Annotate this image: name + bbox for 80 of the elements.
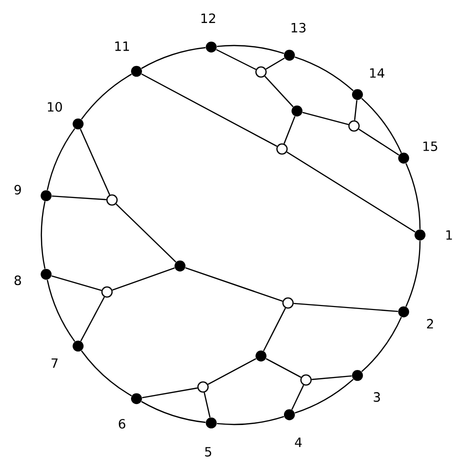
- circle-arc: [361, 98, 402, 154]
- edge-line: [80, 296, 105, 342]
- circle-arc: [81, 74, 132, 120]
- filled-dot: [414, 230, 426, 240]
- node-number: 1: [446, 230, 452, 240]
- filled-dot: [284, 409, 295, 420]
- edge-line: [354, 100, 358, 120]
- filled-dot: [398, 306, 410, 318]
- filled-dot: [72, 340, 84, 352]
- filled-dot: [284, 50, 295, 61]
- edge-line: [266, 358, 302, 378]
- filled-dot: [256, 350, 266, 362]
- node-number: 8: [14, 276, 21, 286]
- circle-arc: [46, 280, 76, 342]
- node-number: 14: [370, 68, 384, 78]
- filled-dot: [40, 190, 52, 202]
- edge-line: [312, 375, 352, 380]
- filled-dot: [352, 370, 363, 381]
- circle-arc: [216, 44, 284, 54]
- filled-dot: [352, 89, 363, 100]
- filled-dot: [174, 260, 186, 272]
- open-circle: [197, 381, 209, 393]
- circle-arc: [141, 401, 206, 423]
- circle-arc: [294, 378, 354, 414]
- edge-line: [216, 49, 256, 70]
- edge-line: [266, 58, 285, 70]
- circle-arc: [46, 128, 76, 190]
- filled-dot: [72, 118, 84, 130]
- circle-arc: [141, 47, 206, 69]
- open-circle: [282, 297, 294, 309]
- edge-line: [294, 302, 398, 312]
- filled-dot: [206, 418, 217, 428]
- open-circle: [276, 143, 288, 155]
- open-circle: [101, 286, 113, 298]
- filled-dot: [131, 393, 142, 404]
- circle-arc: [405, 240, 421, 307]
- node-number: 11: [115, 42, 129, 51]
- edge-line: [141, 73, 278, 147]
- node-number: 15: [423, 142, 438, 152]
- node-number: 3: [374, 392, 380, 402]
- node-number: 10: [48, 102, 62, 112]
- circle-arc: [40, 201, 46, 269]
- edge-line: [263, 308, 286, 352]
- filled-dot: [40, 268, 52, 280]
- edge-line: [204, 392, 211, 418]
- edge-line: [142, 387, 198, 398]
- edge-line: [264, 76, 294, 108]
- node-number: 12: [201, 13, 216, 23]
- edge-line: [116, 204, 176, 262]
- edge-line: [358, 128, 400, 156]
- node-number: 9: [14, 184, 21, 195]
- edge-line: [286, 151, 416, 232]
- edge-line: [284, 116, 296, 144]
- circle-arc: [361, 316, 402, 372]
- filled-dot: [398, 152, 410, 164]
- circle-arc: [294, 56, 354, 92]
- node-number: 5: [205, 447, 212, 457]
- edge-line: [185, 267, 283, 302]
- open-circle: [255, 66, 267, 78]
- edge-line: [208, 358, 256, 385]
- open-circle: [106, 194, 118, 206]
- edge-line: [291, 384, 304, 410]
- filled-dot: [206, 42, 217, 52]
- open-circle: [300, 374, 312, 386]
- circle-arc: [405, 163, 421, 230]
- edge-line: [52, 195, 106, 200]
- filled-dot: [292, 106, 302, 116]
- circle-arc: [216, 416, 284, 426]
- circle-arc: [81, 350, 132, 396]
- node-number: 6: [118, 418, 126, 429]
- edge-line: [51, 275, 102, 291]
- node-number: 2: [427, 318, 433, 328]
- open-circle: [348, 120, 360, 132]
- node-number: 13: [292, 22, 306, 33]
- node-number: 7: [52, 358, 58, 368]
- node-number: 4: [294, 438, 302, 447]
- edge-line: [302, 112, 349, 126]
- edge-line: [112, 267, 175, 291]
- filled-dot: [131, 66, 142, 77]
- edge-line: [80, 128, 110, 196]
